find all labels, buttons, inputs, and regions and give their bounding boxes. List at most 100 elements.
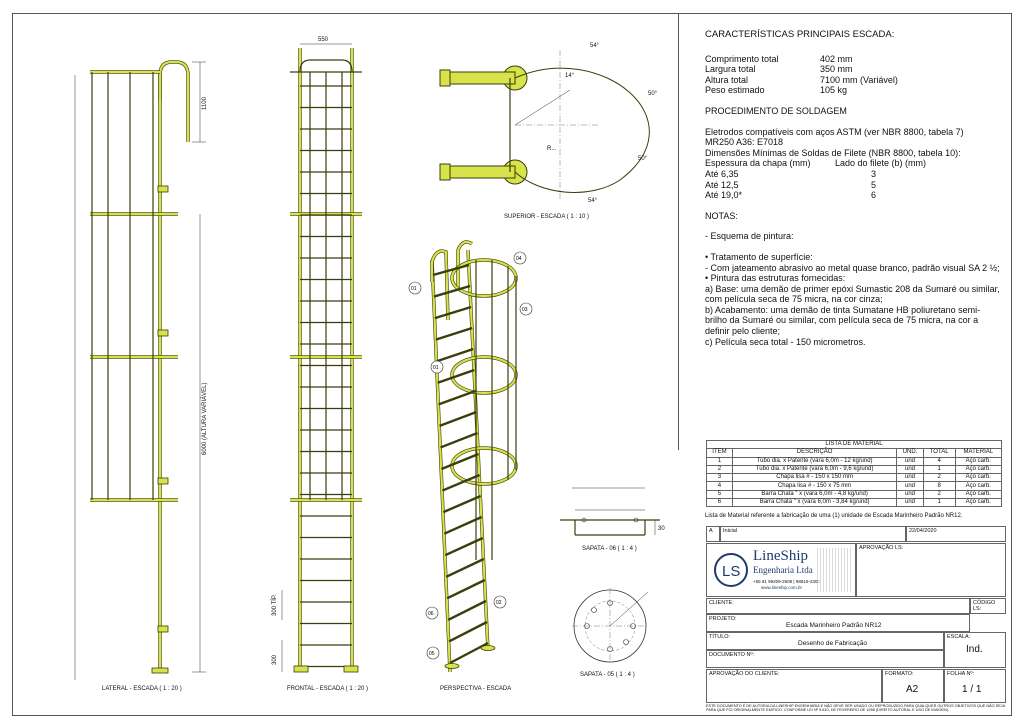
material-cell: 1 xyxy=(922,464,956,475)
label-perspective-view: PERSPECTIVA - ESCADA xyxy=(440,686,512,692)
item-balloon xyxy=(408,281,422,295)
weld-header: Espessura da chapa (mm)Lado do filete (b… xyxy=(705,158,1000,169)
weld-a: Até 12,5 xyxy=(705,179,739,190)
material-cell: Barra Chata " x (vara 6,0m - 3,84 kg/und… xyxy=(731,498,898,508)
material-cell: Aço carb. xyxy=(954,481,1003,491)
project-label: PROJETO: xyxy=(706,614,970,632)
label-lateral-view: LATERAL - ESCADA ( 1 : 20 ) xyxy=(102,686,182,692)
client-approval-label: APROVAÇÃO DO CLIENTE: xyxy=(706,669,882,703)
dim-550: 550 xyxy=(318,37,329,43)
title-label: TÍTULO: xyxy=(706,632,944,650)
note-line: c) Película seca total - 150 micrometros… xyxy=(705,336,866,347)
ladder-rung xyxy=(440,431,478,449)
ladder-rung xyxy=(436,347,474,363)
spec-value: 7100 mm (Variável) xyxy=(820,74,898,85)
dim-ang-54-bottom: 54° xyxy=(588,198,598,204)
ladder-rung xyxy=(434,305,472,320)
item-balloon-label: 01 xyxy=(433,365,439,371)
material-cell: Aço carb. xyxy=(954,489,1003,500)
note-line: - Esquema de pintura: xyxy=(705,231,794,242)
rev-description: Inicial xyxy=(720,526,906,542)
scale-value: Ind. xyxy=(966,644,983,655)
client-label: CLIENTE: xyxy=(706,598,970,614)
dim-radius: R... xyxy=(547,146,557,152)
sheet-label: FOLHA Nº: xyxy=(944,669,1006,703)
format-label: FORMATO: xyxy=(882,669,944,703)
material-cell: Chapa lisa # - 150 x 75 mm xyxy=(731,481,898,491)
lateral-view: 1100 6000 (ALTURA VARIÁVEL) xyxy=(74,60,208,680)
dim-ang-14: 14° xyxy=(565,73,575,79)
spec-label: Peso estimado xyxy=(705,85,765,96)
item-balloon-label: 06 xyxy=(428,611,434,617)
dim-ang-50-lower: 50° xyxy=(638,156,648,162)
label-sapata-06: SAPATA - 06 ( 1 : 4 ) xyxy=(582,546,637,552)
superior-view: R... 54° 14° 50° 50° 54° xyxy=(439,43,658,204)
svg-text:LS: LS xyxy=(722,563,740,580)
company-site: www.lineship.com.br xyxy=(761,585,803,590)
material-cell: 8 xyxy=(922,481,956,491)
spec-value: 402 mm xyxy=(820,53,853,64)
specs-title: CARACTERÍSTICAS PRINCIPAIS ESCADA: xyxy=(705,29,895,40)
ladder-rung xyxy=(446,578,486,600)
material-cell: 1 xyxy=(706,456,733,466)
ladder-rung xyxy=(441,473,481,492)
material-cell: 2 xyxy=(706,464,733,475)
item-balloon xyxy=(430,360,444,374)
code-label: CÓDIGO LS: xyxy=(970,598,1006,614)
qr-code xyxy=(817,548,851,592)
material-list-title: LISTA DE MATERIAL xyxy=(706,439,1002,450)
title-block: A Inicial 22/04/2020 LS LineShip Engenha… xyxy=(706,526,1006,714)
note-line: • Pintura das estruturas fornecidas: xyxy=(705,273,846,284)
welding-title: PROCEDIMENTO DE SOLDAGEM xyxy=(705,105,847,116)
dim-30: 30 xyxy=(658,526,665,532)
material-cell: Chapa lisa # - 150 x 150 mm xyxy=(731,473,898,483)
dim-300-tip: 300 TÍP. xyxy=(271,594,278,616)
document-number-label: DOCUMENTO Nº: xyxy=(706,650,944,668)
material-cell: Tubo dia. x Patente (vara 6,0m - 12 kg/u… xyxy=(731,456,898,466)
ladder-rung xyxy=(439,410,477,428)
material-header-total: TOTAL xyxy=(922,448,956,458)
ladder-rung xyxy=(432,263,470,277)
label-frontal-view: FRONTAL - ESCADA ( 1 : 20 ) xyxy=(287,686,369,692)
sapata-05-view xyxy=(572,588,649,664)
dim-1100: 1100 xyxy=(202,96,208,110)
dim-ang-50-upper: 50° xyxy=(648,91,658,97)
material-cell: und xyxy=(896,456,924,466)
material-cell: 1 xyxy=(922,498,956,508)
welding-line: Dimensões Mínimas de Soldas de Filete (N… xyxy=(705,147,961,158)
material-header-unit: UND. xyxy=(896,448,924,458)
material-header-description: DESCRIÇÃO xyxy=(731,448,898,458)
material-cell: Tubo dia. x Patente (vara 6,0m - 9,6 kg/… xyxy=(731,464,898,475)
scale-label: ESCALA: xyxy=(944,632,1006,668)
material-cell: 4 xyxy=(922,456,956,466)
material-cell: 6 xyxy=(706,498,733,508)
item-balloon-label: 04 xyxy=(516,256,522,262)
material-cell: Barra Chata " x (vara 6,0m - 4,8 kg/und) xyxy=(731,489,898,500)
dim-6000: 6000 (ALTURA VARIÁVEL) xyxy=(201,383,208,455)
welding-line: Eletrodos compatíveis com aços ASTM (ver… xyxy=(705,126,964,137)
ladder-rung xyxy=(442,494,482,514)
material-cell: und xyxy=(896,464,924,475)
material-cell: 4 xyxy=(706,481,733,491)
material-cell: 5 xyxy=(706,489,733,500)
ladder-rung xyxy=(438,389,476,406)
ladder-rung xyxy=(441,452,479,471)
company-logo-icon: LS xyxy=(714,553,748,587)
ladder-rung xyxy=(443,515,483,535)
material-header-item: ITEM xyxy=(706,448,733,458)
material-cell: und xyxy=(896,489,924,500)
ladder-rung xyxy=(448,620,488,643)
material-cell: 2 xyxy=(922,489,956,500)
